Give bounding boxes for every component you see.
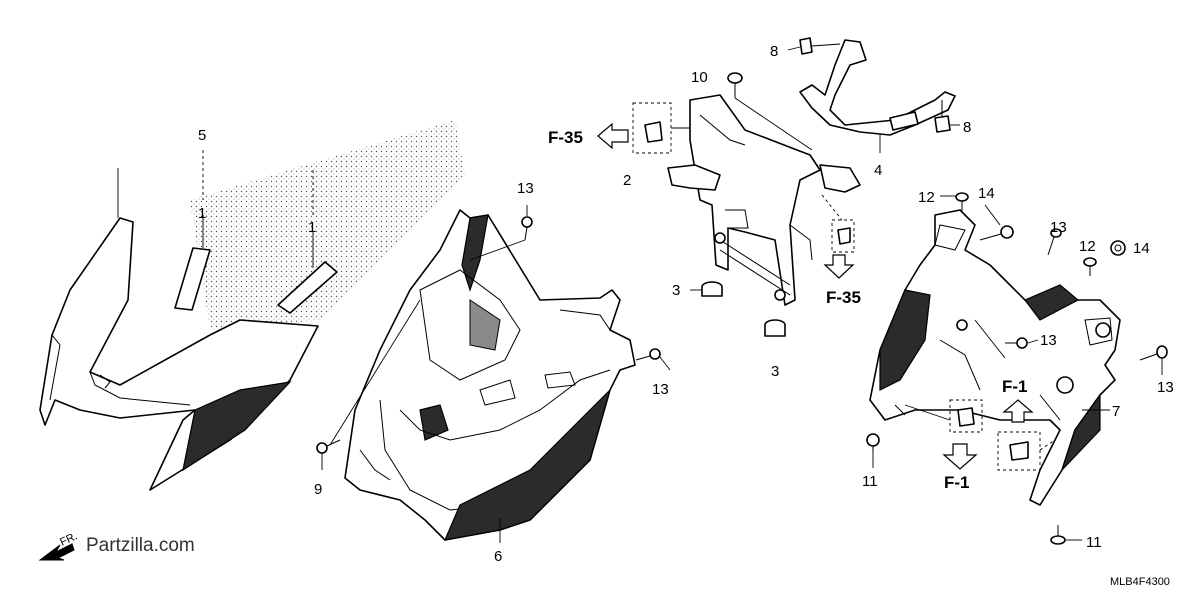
screw-9[interactable] [316, 439, 341, 454]
clip-f1-lower[interactable] [1009, 441, 1029, 461]
part-windscreen[interactable] [39, 217, 319, 491]
grommet-11-left[interactable] [866, 433, 880, 452]
callout-2: 2 [623, 172, 631, 189]
part-stay-bracket[interactable] [667, 94, 861, 306]
callout-1: 1 [198, 205, 206, 222]
ref-f1[interactable]: F-1 [944, 473, 970, 492]
nut-14-right[interactable] [1110, 240, 1126, 256]
callout-4: 4 [874, 162, 882, 179]
screw-13-upper[interactable] [521, 216, 533, 241]
clip-bracket-lower[interactable] [837, 227, 851, 245]
callout-10: 10 [691, 69, 708, 86]
callout-11: 11 [862, 473, 878, 490]
grommet-3-left[interactable] [701, 281, 723, 297]
part-tape-strip-1[interactable] [174, 247, 211, 311]
screw-13-right[interactable] [635, 348, 661, 361]
callout-8: 8 [963, 119, 971, 136]
part-tape-strip-2[interactable] [277, 261, 338, 314]
callout-11: 11 [1086, 534, 1102, 551]
callout-9: 9 [314, 481, 322, 498]
ref-f1[interactable]: F-1 [1002, 377, 1028, 396]
screw-13-inner-upper[interactable] [1047, 228, 1062, 256]
callout-13: 13 [517, 180, 534, 197]
nut-14-upper[interactable] [979, 225, 1014, 241]
callout-14: 14 [978, 185, 995, 202]
bolt-8-lower[interactable] [934, 100, 951, 133]
ref-arrow-f35-down [823, 254, 855, 279]
screw-12-right[interactable] [1083, 257, 1097, 276]
callout-3: 3 [672, 282, 680, 299]
callout-13: 13 [1050, 219, 1067, 236]
clip-2[interactable] [644, 121, 663, 143]
callout-13: 13 [1040, 332, 1057, 349]
grommet-11-lower[interactable] [1050, 525, 1066, 545]
callout-12: 12 [918, 189, 935, 206]
callout-14: 14 [1133, 240, 1150, 257]
callout-12: 12 [1079, 238, 1096, 255]
bolt-10[interactable] [727, 72, 743, 98]
part-mirror-bracket[interactable] [799, 39, 956, 136]
ref-arrow-f35-left [597, 122, 629, 150]
bolt-8-upper[interactable] [799, 37, 841, 55]
diagram-code: MLB4F4300 [1110, 576, 1170, 588]
callout-5: 5 [198, 127, 206, 144]
ref-arrow-f1-up [1002, 399, 1034, 423]
callout-13: 13 [652, 381, 669, 398]
ref-arrow-f1-down [942, 443, 978, 470]
callout-8: 8 [770, 43, 778, 60]
grommet-3-lower[interactable] [764, 319, 786, 337]
callout-7: 7 [1112, 403, 1120, 420]
shading-area [190, 120, 465, 330]
callout-1: 1 [308, 219, 316, 236]
watermark: Partzilla.com [86, 535, 195, 556]
ref-f35[interactable]: F-35 [826, 288, 861, 307]
callout-13: 13 [1157, 379, 1174, 396]
front-label: FR. [58, 530, 79, 548]
front-direction-icon [38, 543, 75, 561]
screw-13-inner-mid[interactable] [1005, 337, 1028, 349]
callout-3: 3 [771, 363, 779, 380]
clip-f1-upper[interactable] [957, 407, 975, 427]
screw-13-inner-right[interactable] [1139, 345, 1168, 361]
callout-6: 6 [494, 548, 502, 565]
part-middle-cowl[interactable] [344, 209, 636, 541]
part-inner-cover[interactable] [869, 209, 1121, 506]
ref-f35[interactable]: F-35 [548, 128, 583, 147]
screw-12-left[interactable] [955, 192, 969, 213]
